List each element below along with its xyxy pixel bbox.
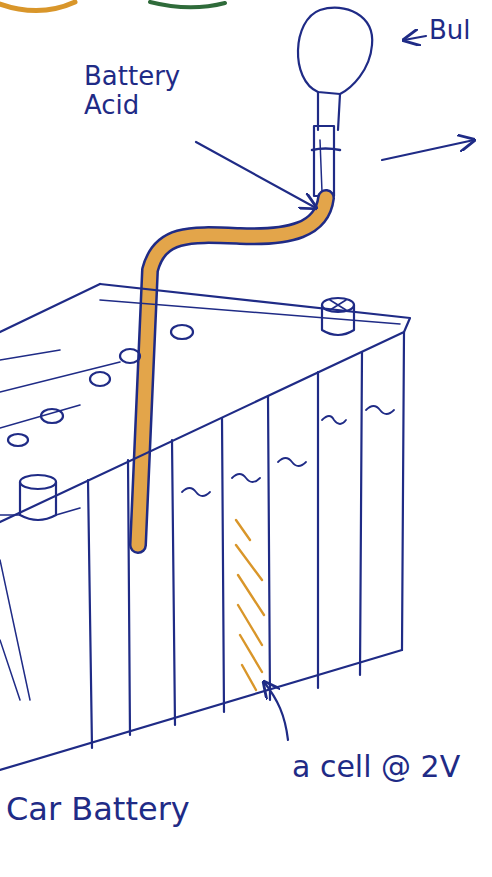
leader-arrow — [264, 682, 288, 740]
fragment — [0, 2, 75, 11]
acid-label: Battery Acid — [84, 62, 204, 119]
pointer-arrow — [382, 140, 474, 160]
bulb-neck — [318, 92, 340, 130]
acid-tube — [138, 198, 326, 545]
fragment — [150, 2, 225, 7]
battery-side — [402, 332, 404, 650]
battery-label: Car Battery — [6, 792, 246, 827]
bulb — [298, 8, 372, 94]
leader-arrow — [196, 142, 316, 208]
cell-label: a cell @ 2V — [292, 750, 482, 783]
bulb-label: Bul — [429, 16, 489, 45]
cell-divider — [88, 352, 362, 748]
cell-hatch — [236, 520, 264, 690]
tube-holder — [314, 126, 334, 196]
leader-arrow — [404, 36, 426, 40]
battery-top — [0, 284, 410, 522]
